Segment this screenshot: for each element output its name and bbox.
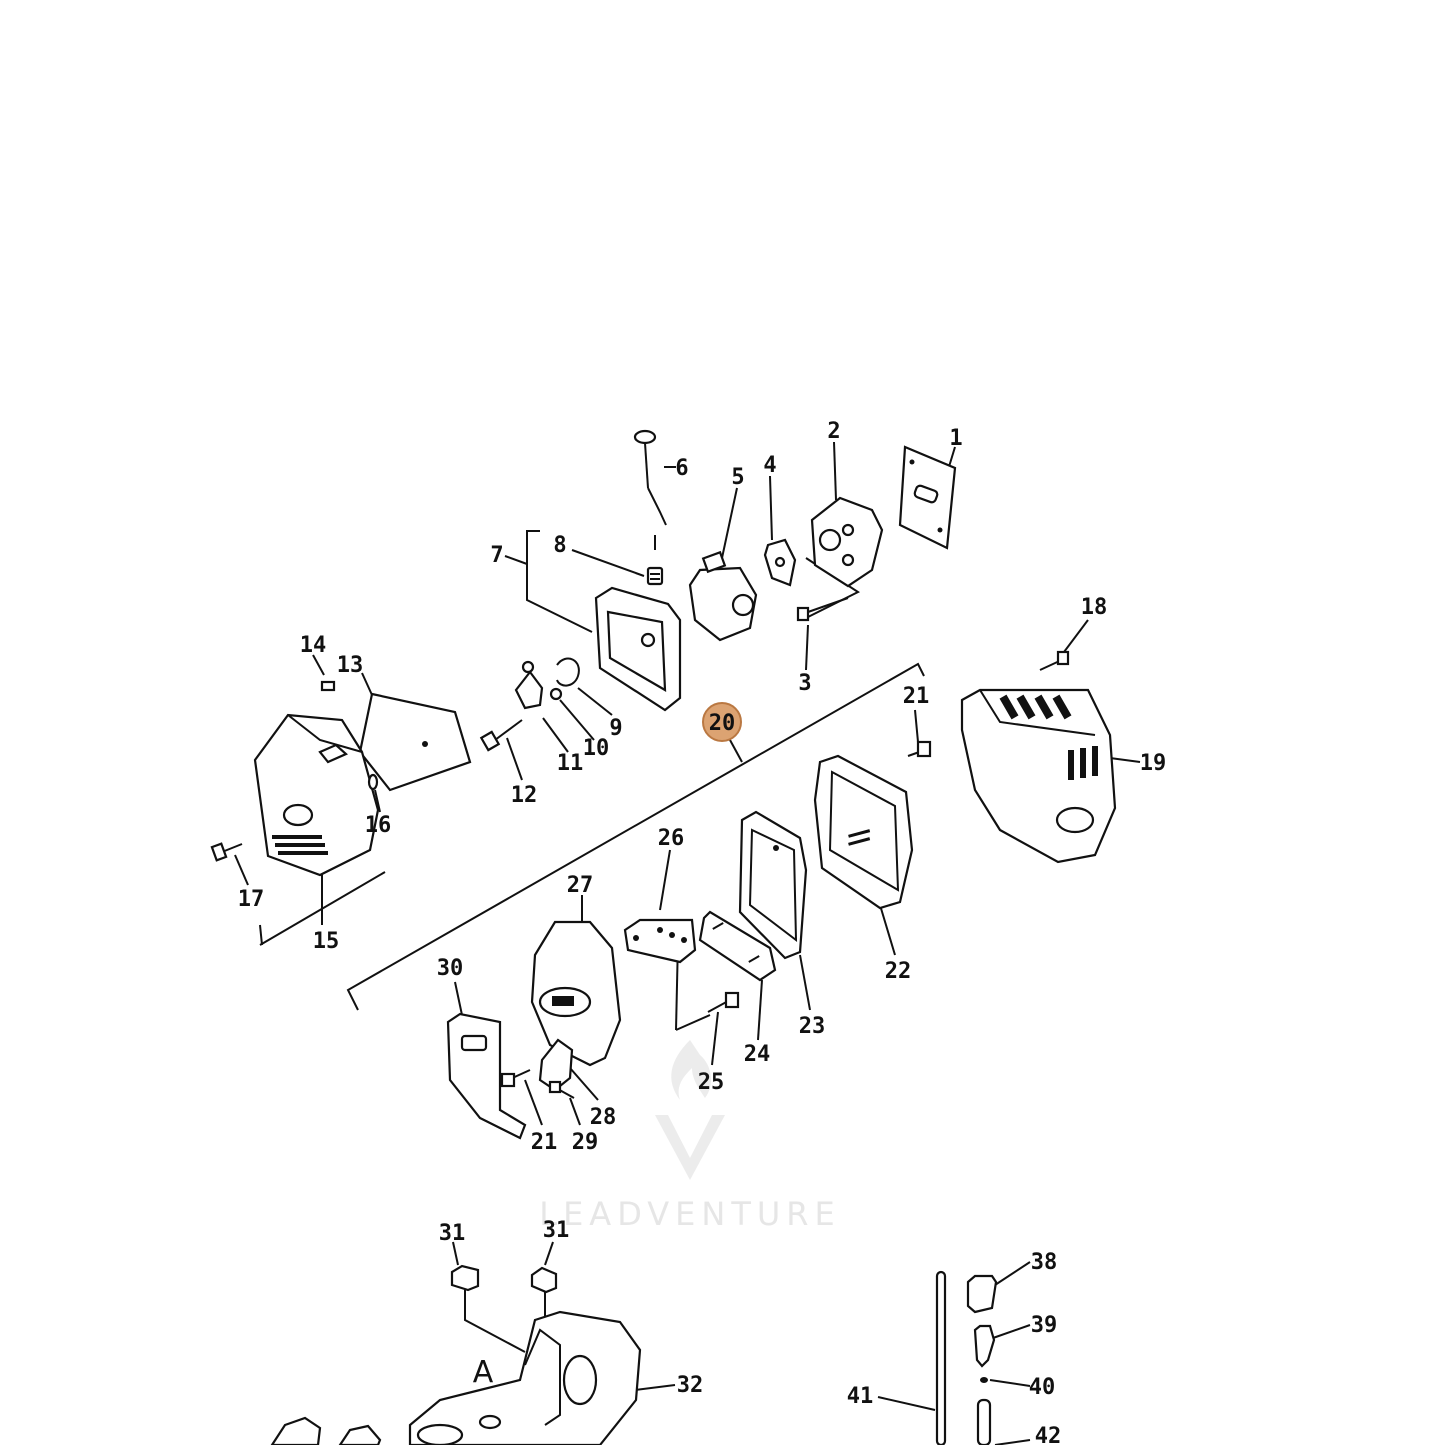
- part-26-spacer: [623, 918, 697, 964]
- part-31-cushion-right: [530, 1266, 558, 1294]
- part-2-insulator: [810, 496, 884, 588]
- part-13-filter-element: [358, 692, 472, 792]
- part-9-spring: [556, 657, 580, 687]
- label-part-39[interactable]: 39: [1031, 1313, 1058, 1338]
- part-31-cushion-left: [450, 1264, 480, 1292]
- label-part-25[interactable]: 25: [698, 1070, 725, 1095]
- part-7-air-filter-base: [594, 586, 682, 712]
- label-part-42[interactable]: 42: [1035, 1424, 1062, 1445]
- part-21-screw-lower: [500, 1069, 531, 1088]
- part-30-heat-shield: [446, 1012, 527, 1140]
- label-part-32[interactable]: 32: [677, 1373, 704, 1398]
- label-letter-a: A: [473, 1355, 494, 1390]
- label-part-7[interactable]: 7: [490, 543, 503, 568]
- part-labels: 1 2 3 4 5 6 7 8 9 10 11 12 13 14 15 16 1…: [238, 419, 1167, 1445]
- label-part-23[interactable]: 23: [799, 1014, 826, 1039]
- part-27-muffler: [530, 920, 622, 1067]
- bracket-lines: [259, 530, 925, 1420]
- label-part-30[interactable]: 30: [437, 956, 464, 981]
- leader-lines: [234, 441, 1141, 1445]
- label-part-21-lower[interactable]: 21: [531, 1130, 558, 1155]
- part-1-gasket: [898, 445, 957, 550]
- label-part-4[interactable]: 4: [763, 453, 776, 478]
- part-16-o-ring: [367, 773, 379, 791]
- part-18-bolt: [1039, 650, 1070, 671]
- part-42-tube: [976, 1398, 992, 1445]
- part-22-muffler-body: [813, 754, 914, 910]
- label-part-26[interactable]: 26: [658, 826, 685, 851]
- label-part-1[interactable]: 1: [949, 426, 962, 451]
- label-part-10[interactable]: 10: [583, 736, 610, 761]
- label-part-2[interactable]: 2: [827, 419, 840, 444]
- part-15-air-filter-cover: [253, 713, 380, 877]
- label-part-6[interactable]: 6: [675, 456, 688, 481]
- part-17-screw: [210, 842, 243, 862]
- label-part-29[interactable]: 29: [572, 1130, 599, 1155]
- watermark-text: LEADVENTURE: [539, 1195, 840, 1233]
- label-part-5[interactable]: 5: [731, 465, 744, 490]
- part-10-washer: [549, 687, 563, 701]
- part-41-drive-shaft: [935, 1270, 947, 1445]
- label-part-27[interactable]: 27: [567, 873, 594, 898]
- part-23-gasket: [738, 810, 808, 960]
- label-part-3[interactable]: 3: [798, 671, 811, 696]
- part-3-screw: [796, 597, 849, 622]
- part-6-choke-knob: [633, 429, 667, 550]
- label-part-12[interactable]: 12: [511, 783, 538, 808]
- label-part-18[interactable]: 18: [1081, 595, 1108, 620]
- part-14-clip: [320, 680, 336, 692]
- part-19-muffler-cover: [960, 688, 1117, 864]
- flame-v-logo-icon: [655, 1040, 725, 1180]
- label-part-22[interactable]: 22: [885, 959, 912, 984]
- label-part-38[interactable]: 38: [1031, 1250, 1058, 1275]
- part-38-cap: [966, 1274, 998, 1314]
- part-32-engine-housing: [270, 1310, 642, 1445]
- label-part-16[interactable]: 16: [365, 813, 392, 838]
- label-part-21-upper[interactable]: 21: [903, 684, 930, 709]
- label-part-19[interactable]: 19: [1140, 751, 1167, 776]
- label-part-15[interactable]: 15: [313, 929, 340, 954]
- part-12-bolt: [479, 719, 523, 752]
- label-part-17[interactable]: 17: [238, 887, 265, 912]
- part-24-plate: [698, 910, 777, 982]
- part-28-plate: [538, 1038, 574, 1092]
- watermark: LEADVENTURE: [539, 1040, 840, 1233]
- part-8-screw: [646, 566, 664, 586]
- part-39-fitting: [973, 1324, 996, 1368]
- label-part-13[interactable]: 13: [337, 653, 364, 678]
- label-part-24[interactable]: 24: [744, 1042, 771, 1067]
- label-part-14[interactable]: 14: [300, 633, 327, 658]
- label-part-31-right[interactable]: 31: [543, 1218, 570, 1243]
- part-11-lever: [514, 660, 544, 710]
- label-part-41[interactable]: 41: [847, 1384, 874, 1409]
- label-part-28[interactable]: 28: [590, 1105, 617, 1130]
- label-part-11[interactable]: 11: [557, 751, 584, 776]
- part-25-bolt: [707, 991, 740, 1013]
- label-part-8[interactable]: 8: [553, 533, 566, 558]
- part-5-carburetor: [688, 550, 758, 642]
- part-4-gasket: [763, 538, 797, 587]
- part-40-ring: [980, 1377, 988, 1383]
- label-part-31-left[interactable]: 31: [439, 1221, 466, 1246]
- part-29-screw: [548, 1080, 575, 1099]
- label-part-40[interactable]: 40: [1029, 1375, 1056, 1400]
- label-part-9[interactable]: 9: [609, 716, 622, 741]
- part-21-screw-upper: [907, 740, 932, 758]
- label-part-20[interactable]: 20: [709, 711, 736, 736]
- highlight-marker[interactable]: [702, 702, 742, 742]
